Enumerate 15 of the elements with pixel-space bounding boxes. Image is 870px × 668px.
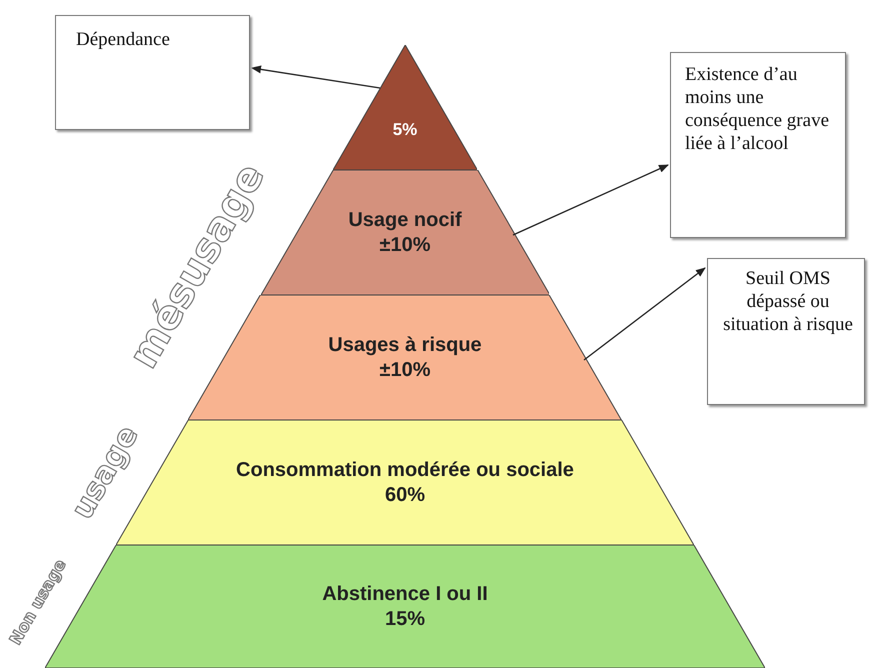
- note-box: Dépendance: [55, 15, 250, 130]
- percentage-label: 15%: [384, 606, 426, 632]
- percentage-label: 5%: [392, 118, 418, 141]
- arrow: [584, 267, 706, 361]
- percentage-label: ±10%: [379, 358, 430, 382]
- note-box: Seuil OMS dépassé ou situation à risque: [707, 258, 865, 405]
- arrow: [251, 65, 380, 89]
- percentage-label: ±10%: [379, 232, 430, 258]
- level-label: Usages à risque: [328, 332, 482, 358]
- level-label: Consommation modérée ou sociale: [236, 458, 574, 482]
- note-box: Existence d’au moins une conséquence grave liée à l’alcool: [670, 52, 846, 238]
- level-label: Usage nocif: [348, 208, 462, 232]
- arrow: [512, 164, 669, 236]
- level-label: Abstinence I ou II: [322, 582, 488, 606]
- percentage-label: 60%: [384, 482, 425, 508]
